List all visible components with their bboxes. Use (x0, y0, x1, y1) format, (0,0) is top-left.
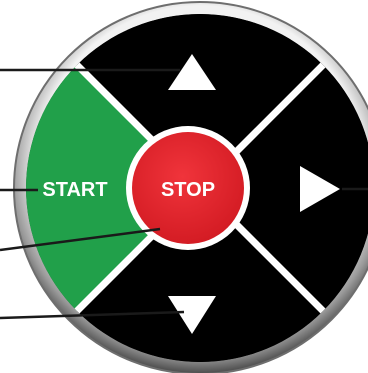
arrow-down-icon (168, 296, 216, 334)
controller-rim-edge (13, 1, 368, 373)
leader-line-down (0, 310, 185, 320)
stop-button-label: STOP (161, 179, 215, 201)
leader-line-stop (0, 227, 161, 252)
arrow-right-icon (300, 166, 340, 212)
arrow-up-icon (168, 54, 216, 90)
start-button-label: START (42, 179, 107, 201)
stop-button[interactable] (132, 132, 244, 244)
